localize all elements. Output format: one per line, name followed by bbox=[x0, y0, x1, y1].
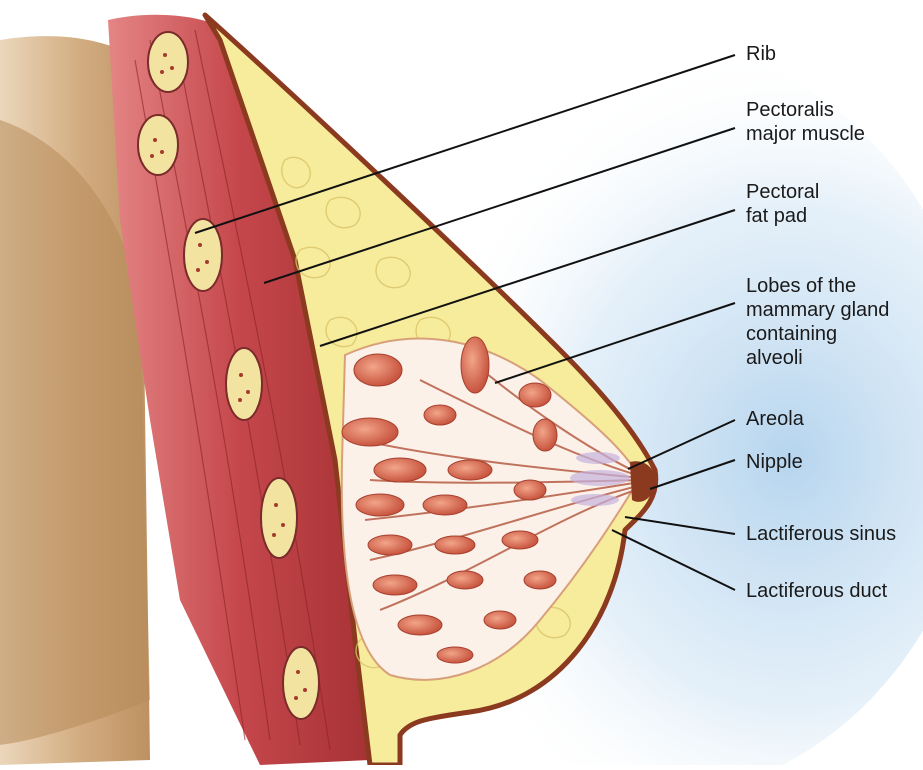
label-lobes-mammary-gland: Lobes of the mammary gland containing al… bbox=[746, 274, 889, 370]
label-pectoralis-major-muscle: Pectoralis major muscle bbox=[746, 98, 865, 146]
label-lactiferous-duct: Lactiferous duct bbox=[746, 579, 887, 603]
label-rib: Rib bbox=[746, 42, 776, 66]
label-areola: Areola bbox=[746, 407, 804, 431]
label-lactiferous-sinus: Lactiferous sinus bbox=[746, 522, 896, 546]
label-nipple: Nipple bbox=[746, 450, 803, 474]
label-pectoral-fat-pad: Pectoral fat pad bbox=[746, 180, 819, 228]
